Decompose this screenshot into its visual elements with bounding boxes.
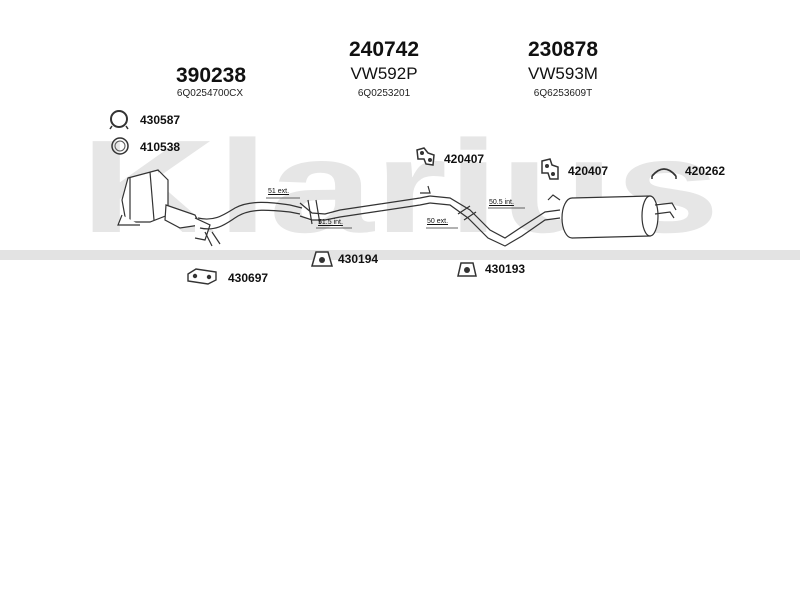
fitting-420262: 420262 [685, 164, 726, 178]
rubber-hanger-icon [541, 158, 559, 180]
dpf-catalyst-drawing [117, 169, 221, 247]
fitting-430194: 430194 [338, 252, 379, 266]
dimension-markers [266, 197, 525, 229]
rear-silencer-drawing [429, 194, 677, 247]
part-number-rear-silencer: 230878 [527, 38, 599, 61]
dimension-50-ext: 50 ext. [427, 218, 449, 225]
gasket-ring-icon [111, 137, 129, 155]
dimension-50-5-int: 50.5 int. [489, 199, 514, 206]
part-number-front-pipe: 240742 [348, 38, 420, 61]
fitting-420407-rear: 420407 [568, 164, 609, 178]
oem-code-dpf: 6Q0254700CX [176, 88, 244, 99]
fitting-430193: 430193 [485, 262, 526, 276]
rubber-hanger-icon [416, 147, 435, 166]
dimension-51-ext: 51 ext. [268, 188, 290, 195]
fitting-430697: 430697 [228, 271, 269, 285]
code-front-pipe: VW592P [350, 64, 418, 83]
code-rear-silencer: VW593M [528, 64, 598, 83]
oem-code-front-pipe: 6Q0253201 [357, 88, 411, 99]
front-pipe-drawing [197, 185, 431, 230]
dimension-51-5-int: 51.5 int. [318, 219, 343, 226]
rubber-mount-icon [311, 251, 333, 267]
hanger-bracket-icon [651, 168, 677, 179]
rubber-mount-icon [457, 262, 477, 277]
fitting-410538: 410538 [140, 140, 181, 154]
clamp-ring-icon [109, 110, 129, 130]
fitting-420407-front: 420407 [444, 152, 485, 166]
fitting-430587: 430587 [140, 113, 181, 127]
flange-gasket-icon [187, 268, 217, 285]
oem-code-rear-silencer: 6Q6253609T [533, 88, 593, 99]
part-number-dpf: 390238 [175, 64, 247, 87]
